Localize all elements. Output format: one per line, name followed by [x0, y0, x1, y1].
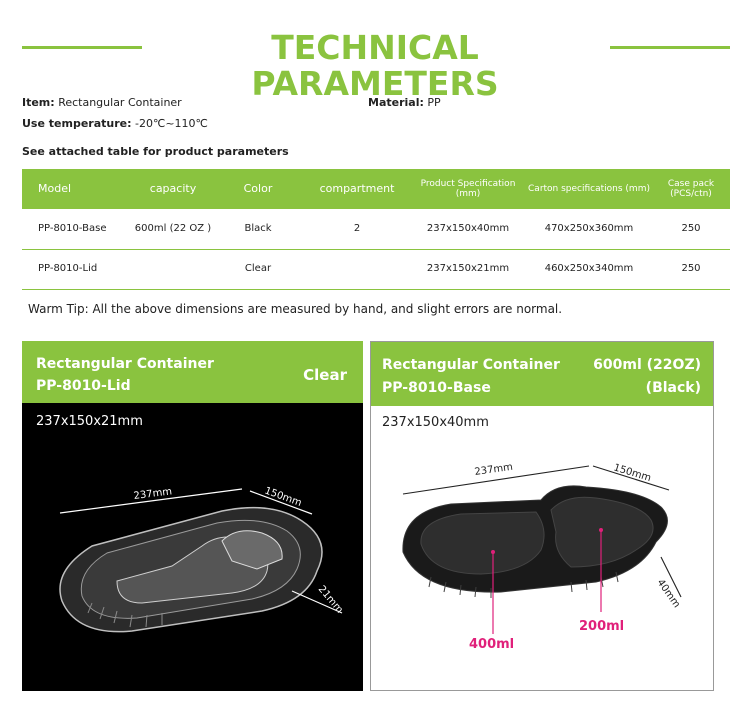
- lid-length-line: [59, 488, 243, 514]
- right-compartment-label: 200ml: [579, 619, 624, 634]
- base-length-line: [402, 465, 590, 495]
- item-value: Rectangular Container: [58, 96, 182, 109]
- cell-compartment: 2: [304, 209, 410, 250]
- title-divider-right: [610, 46, 730, 49]
- table-row: PP-8010-Base 600ml (22 OZ ) Black 2 237x…: [22, 209, 730, 250]
- cell-color: Clear: [212, 249, 304, 290]
- title-row: TECHNICAL PARAMETERS: [0, 30, 750, 102]
- header-capacity: capacity: [134, 169, 212, 209]
- lid-panel-header: Rectangular Container PP-8010-Lid Clear: [22, 341, 363, 403]
- cell-capacity: 600ml (22 OZ ): [134, 209, 212, 250]
- cell-product-spec: 237x150x21mm: [410, 249, 526, 290]
- lid-panel: Rectangular Container PP-8010-Lid Clear …: [22, 341, 363, 691]
- title-divider-left: [22, 46, 142, 49]
- cell-model: PP-8010-Base: [22, 209, 134, 250]
- base-color: (Black): [645, 380, 701, 396]
- right-compartment-dot: [599, 528, 603, 532]
- temperature-value: -20℃~110℃: [135, 117, 208, 130]
- table-note: See attached table for product parameter…: [22, 145, 289, 158]
- lid-title: Rectangular Container: [36, 356, 214, 372]
- cell-carton-spec: 470x250x360mm: [526, 209, 652, 250]
- header-color: Color: [212, 169, 304, 209]
- lid-height-label: 21mm: [316, 584, 345, 616]
- header-case-pack: Case pack (PCS/ctn): [652, 169, 730, 209]
- item-info: Item: Rectangular Container: [22, 96, 182, 109]
- material-label: Material:: [368, 96, 424, 109]
- cell-carton-spec: 460x250x340mm: [526, 249, 652, 290]
- lid-height-line: [291, 590, 343, 614]
- cell-model: PP-8010-Lid: [22, 249, 134, 290]
- cell-color: Black: [212, 209, 304, 250]
- item-label: Item:: [22, 96, 55, 109]
- lid-color: Clear: [303, 366, 347, 384]
- material-value: PP: [427, 96, 441, 109]
- base-height-line: [660, 556, 682, 598]
- left-compartment-label: 400ml: [469, 637, 514, 652]
- temperature-info: Use temperature: -20℃~110℃: [22, 117, 208, 130]
- header-carton-spec: Carton specifications (mm): [526, 169, 652, 209]
- base-width-label: 150mm: [612, 462, 652, 484]
- warm-tip: Warm Tip: All the above dimensions are m…: [28, 302, 563, 316]
- header-compartment: compartment: [304, 169, 410, 209]
- material-info: Material: PP: [368, 96, 441, 109]
- cell-case-pack: 250: [652, 209, 730, 250]
- base-length-label: 237mm: [474, 462, 514, 478]
- base-panel-header: Rectangular Container PP-8010-Base 600ml…: [371, 342, 713, 406]
- base-dimensions: 237x150x40mm: [382, 415, 489, 430]
- left-compartment-dot: [491, 550, 495, 554]
- lid-width-label: 150mm: [263, 485, 303, 509]
- temperature-label: Use temperature:: [22, 117, 132, 130]
- header-product-spec: Product Specification (mm): [410, 169, 526, 209]
- page-title: TECHNICAL PARAMETERS: [251, 28, 499, 103]
- base-width-line: [592, 465, 670, 491]
- base-capacity: 600ml (22OZ): [593, 357, 701, 373]
- parameters-table: Model capacity Color compartment Product…: [22, 169, 730, 290]
- lid-width-line: [249, 490, 313, 515]
- cell-product-spec: 237x150x40mm: [410, 209, 526, 250]
- header-model: Model: [22, 169, 134, 209]
- cell-capacity: [134, 249, 212, 290]
- table-header-row: Model capacity Color compartment Product…: [22, 169, 730, 209]
- lid-dimensions: 237x150x21mm: [36, 414, 143, 429]
- base-panel: Rectangular Container PP-8010-Base 600ml…: [370, 341, 714, 691]
- base-title: Rectangular Container: [382, 357, 560, 373]
- base-model: PP-8010-Base: [382, 380, 491, 396]
- lid-photo: 237mm 150mm 21mm: [59, 485, 345, 633]
- table-row: PP-8010-Lid Clear 237x150x21mm 460x250x3…: [22, 249, 730, 290]
- base-height-label: 40mm: [655, 577, 682, 610]
- lid-model: PP-8010-Lid: [36, 378, 131, 394]
- base-photo: 237mm 150mm 40mm 400ml 200ml: [402, 462, 682, 652]
- cell-compartment: [304, 249, 410, 290]
- cell-case-pack: 250: [652, 249, 730, 290]
- lid-length-label: 237mm: [133, 486, 173, 502]
